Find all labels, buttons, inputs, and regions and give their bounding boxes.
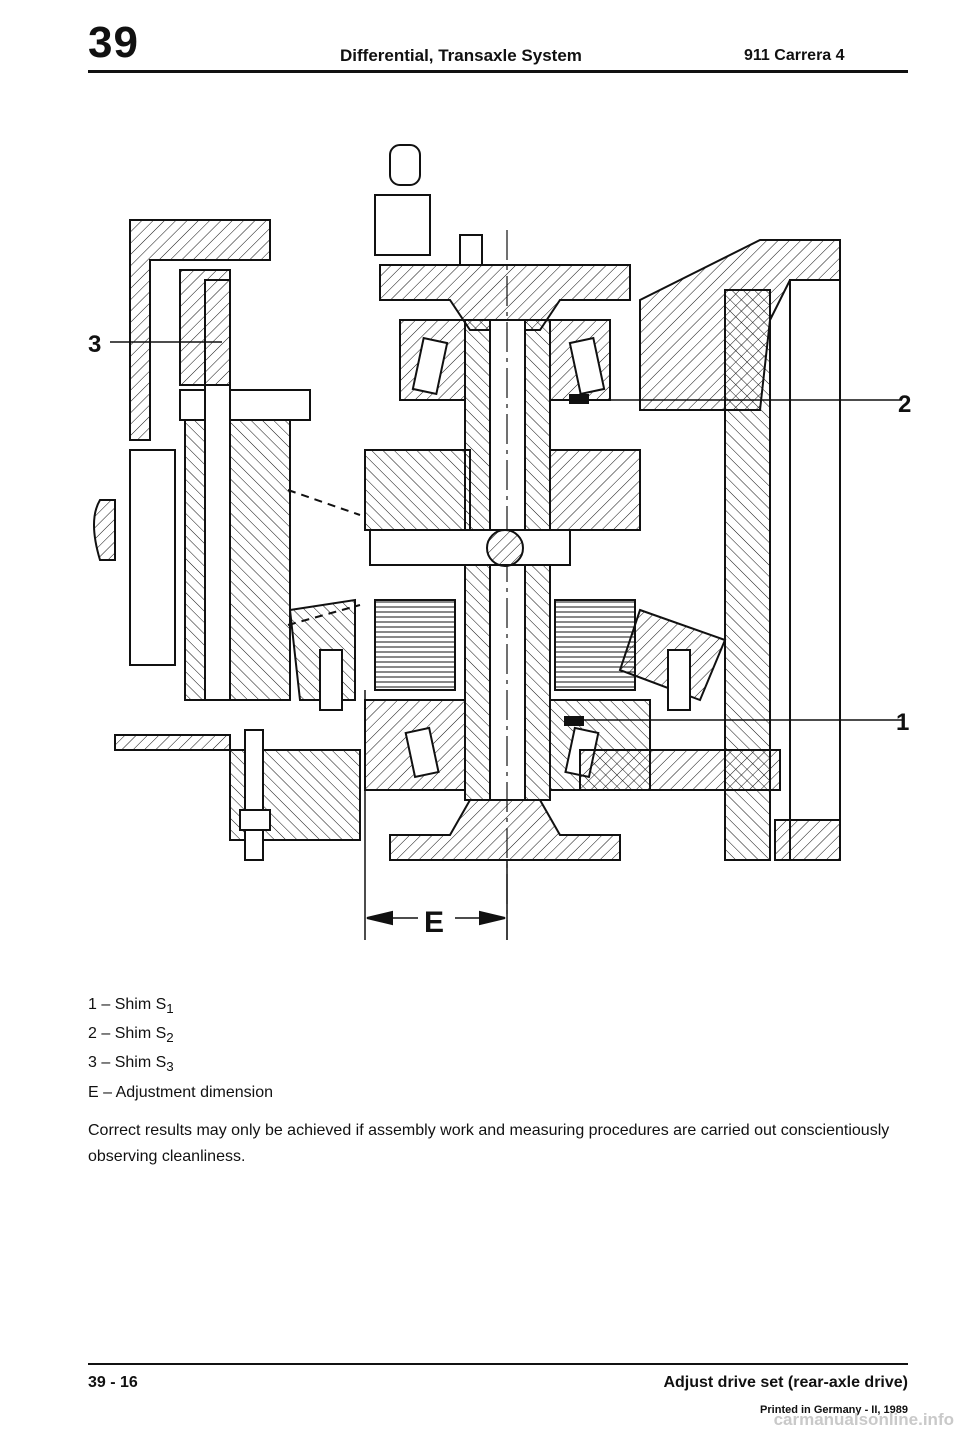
callout-2: 2 [898,391,911,418]
print-info: Printed in Germany - II, 1989 [760,1404,908,1416]
legend-item: 1 – Shim S1 [88,996,174,1017]
page-title: Differential, Transaxle System [340,46,582,65]
legend-item: E – Adjustment dimension [88,1083,273,1101]
dimension-label-e: E [424,906,444,939]
page-number: 39 - 16 [88,1374,138,1391]
differential-cross-section-figure: 3 2 1 E [88,144,911,940]
legend: 1 – Shim S1 2 – Shim S2 3 – Shim S3 E – … [88,992,273,1105]
callout-3: 3 [88,331,101,358]
model-name: 911 Carrera 4 [744,47,845,64]
callout-1: 1 [896,709,909,736]
watermark: carmanualsonline.info [773,1410,954,1429]
cleanliness-note: Correct results may only be achieved if … [88,1122,890,1165]
footer-title: Adjust drive set (rear-axle drive) [663,1374,908,1391]
legend-item: 2 – Shim S2 [88,1025,174,1046]
section-number: 39 [88,18,139,67]
header-rule [88,70,908,73]
footer-rule [88,1363,908,1365]
legend-item: 3 – Shim S3 [88,1054,174,1075]
